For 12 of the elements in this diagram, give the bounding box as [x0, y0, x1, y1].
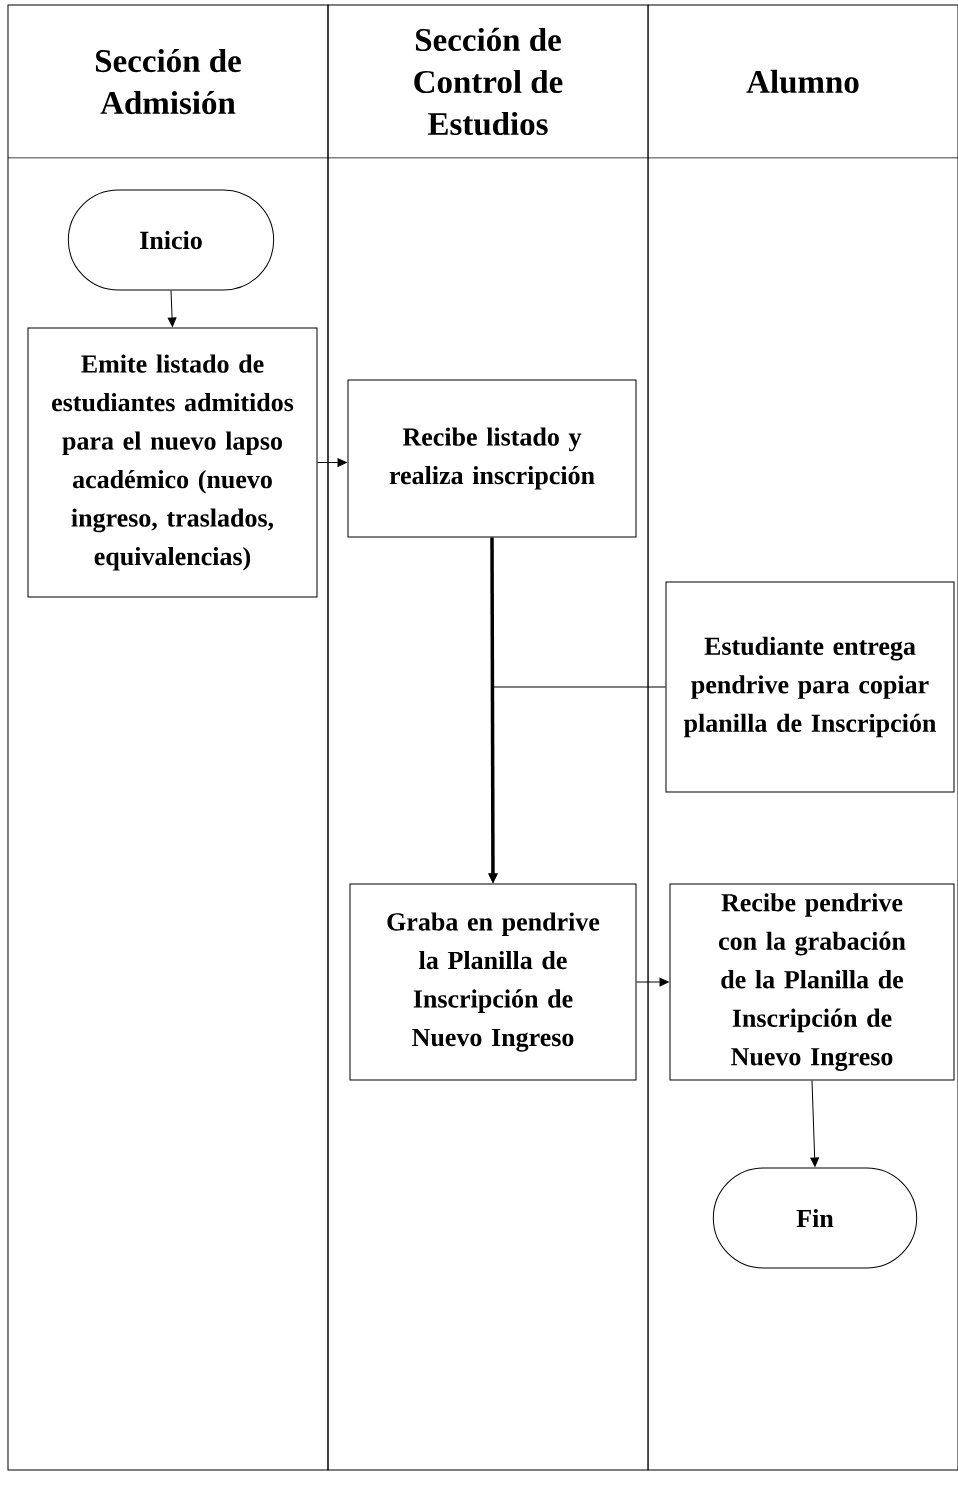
arrow	[636, 977, 669, 987]
process-box: Estudiante entrega pendrive para copiar planilla de Inscripción	[665, 581, 955, 793]
terminal-box: Fin	[712, 1167, 918, 1269]
process-box: Emite listado de estudiantes admitidos para el nuevo lapso académico (nuevo ingreso, traslados, equivalencias)	[27, 327, 318, 598]
terminal-box: Inicio	[67, 189, 275, 291]
process-box: Recibe pendrive con la grabación de la Planilla de Inscripción de Nuevo Ingreso	[669, 883, 955, 1081]
process-box: Graba en pendrive la Planilla de Inscripción de Nuevo Ingreso	[349, 883, 637, 1081]
arrow	[167, 290, 177, 327]
arrow	[810, 1080, 819, 1167]
arrow	[488, 686, 666, 883]
arrow	[317, 458, 347, 467]
process-box: Recibe listado y realiza inscripción	[347, 379, 637, 538]
